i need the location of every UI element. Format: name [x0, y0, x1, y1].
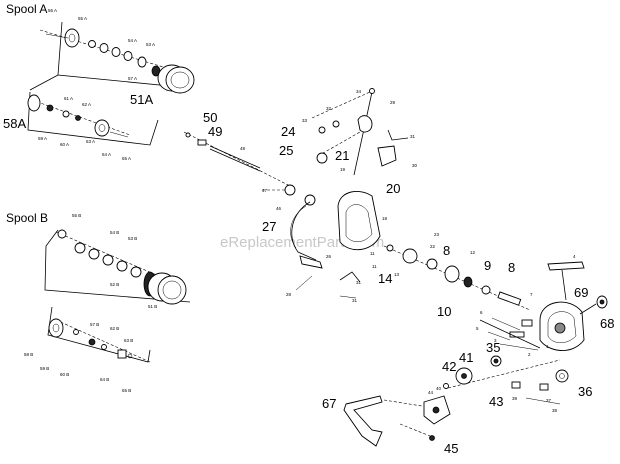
spool-b-assembly [44, 229, 191, 363]
part-label-58b: 58 B [24, 352, 33, 357]
part-label-38: 38 [552, 408, 558, 413]
part-label-47: 47 [262, 188, 268, 193]
part-label-14: 14 [378, 271, 392, 286]
spool-b-drum [143, 271, 187, 305]
part-label-65b: 65 B [122, 388, 131, 393]
handle-assembly [343, 355, 569, 447]
part-label-13: 13 [394, 272, 400, 277]
part-label-65a: 65 A [122, 156, 131, 161]
reel-body [479, 261, 608, 351]
part-label-25: 25 [279, 143, 293, 158]
part-label-11a: 11 [370, 251, 375, 256]
part-label-63a: 63 A [86, 139, 95, 144]
part-label-3: 3 [494, 338, 497, 343]
part-label-62b: 62 B [110, 326, 119, 331]
part-label-34: 34 [356, 89, 362, 94]
spool-a-assembly [27, 21, 195, 146]
part-label-7: 7 [530, 292, 533, 297]
part-label-59b: 59 B [40, 366, 49, 371]
part-label-31b: 31 [356, 280, 362, 285]
part-label-23: 23 [434, 232, 440, 237]
part-label-37: 37 [546, 398, 552, 403]
part-label-64b: 64 B [100, 377, 109, 382]
part-label-61a: 61 A [64, 96, 73, 101]
part-label-22: 22 [430, 244, 436, 249]
part-label-60a: 60 A [60, 142, 69, 147]
part-label-32: 32 [326, 106, 332, 111]
spool-a-header: Spool A [6, 2, 47, 16]
part-label-46: 46 [276, 206, 282, 211]
part-label-1: 1 [546, 344, 549, 349]
part-label-21: 21 [335, 148, 349, 163]
part-label-27: 27 [262, 219, 276, 234]
part-label-54a: 54 A [128, 38, 137, 43]
part-label-10: 10 [437, 304, 451, 319]
part-label-64a: 64 A [102, 152, 111, 157]
part-label-31a: 31 [410, 134, 416, 139]
part-label-51a: 51A [130, 92, 153, 107]
part-label-60b: 60 B [60, 372, 69, 377]
part-label-24: 24 [281, 124, 295, 139]
part-label-53a: 53 A [146, 42, 155, 47]
part-label-18: 18 [382, 216, 388, 221]
part-label-36: 36 [578, 384, 592, 399]
pinion-gear-train [383, 244, 531, 311]
part-label-56a: 56 A [48, 8, 57, 13]
part-label-58a: 58A [3, 116, 26, 131]
part-label-53b: 53 B [128, 236, 137, 241]
part-label-69: 69 [574, 285, 588, 300]
part-label-40: 40 [436, 386, 442, 391]
part-label-2: 2 [528, 352, 531, 357]
part-label-19: 19 [340, 167, 346, 172]
part-label-68: 68 [600, 316, 614, 331]
part-label-55b: 55 B [72, 213, 81, 218]
part-label-30: 30 [412, 163, 418, 168]
part-label-43: 43 [489, 394, 503, 409]
part-label-42: 42 [442, 359, 456, 374]
part-label-52b: 52 B [110, 282, 119, 287]
part-label-51b: 51 B [148, 304, 157, 309]
part-label-49: 49 [208, 124, 222, 139]
part-label-63b: 63 B [124, 338, 133, 343]
part-label-26: 26 [326, 254, 332, 259]
part-label-28: 28 [286, 292, 292, 297]
part-label-55a: 55 A [78, 16, 87, 21]
part-label-50: 50 [203, 110, 217, 125]
part-label-8a: 8 [443, 243, 450, 258]
part-label-39: 39 [512, 396, 518, 401]
part-label-54b: 54 B [110, 230, 119, 235]
spool-b-header: Spool B [6, 211, 48, 225]
part-label-62a: 62 A [82, 102, 91, 107]
bail-and-rotor [290, 88, 409, 299]
part-label-57b: 57 B [90, 322, 99, 327]
part-label-6: 6 [480, 310, 483, 315]
part-label-31c: 31 [352, 298, 358, 303]
part-label-35: 35 [486, 340, 500, 355]
part-label-33: 33 [302, 118, 308, 123]
part-label-48: 48 [240, 146, 246, 151]
part-label-8b: 8 [508, 260, 515, 275]
part-label-11b: 11 [372, 264, 377, 269]
part-label-57a: 57 A [128, 76, 137, 81]
part-label-59a: 59 A [38, 136, 47, 141]
spool-a-drum [157, 64, 195, 94]
part-label-45: 45 [444, 441, 458, 456]
main-shaft [183, 131, 316, 206]
part-label-41: 41 [459, 350, 473, 365]
part-label-44: 44 [428, 390, 434, 395]
part-label-67: 67 [322, 396, 336, 411]
part-label-9: 9 [484, 258, 491, 273]
part-label-29: 29 [390, 100, 396, 105]
part-label-4: 4 [573, 254, 576, 259]
part-label-20: 20 [386, 181, 400, 196]
part-label-12: 12 [470, 250, 476, 255]
part-label-5: 5 [476, 326, 479, 331]
